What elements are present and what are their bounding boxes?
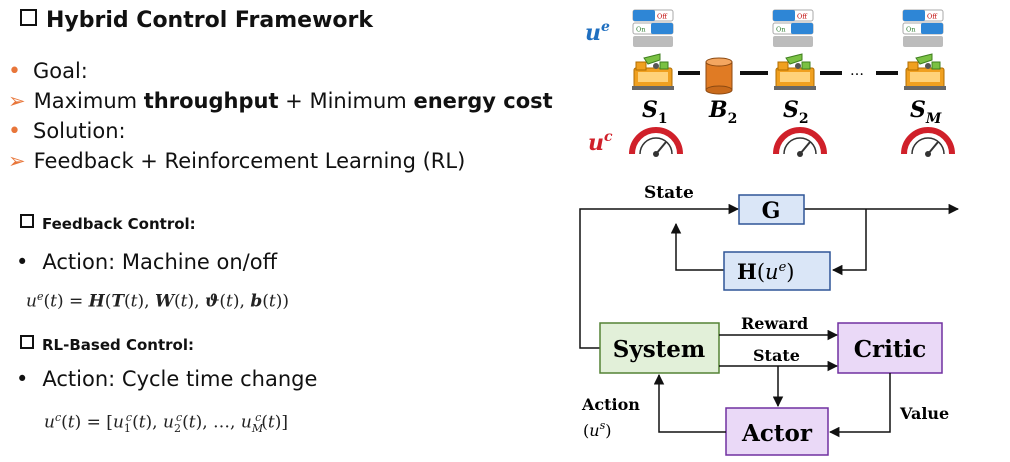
action-label: Action: [581, 395, 640, 414]
actor-block[interactable]: [725, 407, 829, 456]
node-label-b2: B2: [708, 97, 737, 127]
checkbox-square-icon: [20, 9, 37, 26]
arrow-value: [828, 373, 891, 438]
buffer-cylinder-icon: [705, 57, 733, 95]
switch-panel-m[interactable]: [902, 9, 944, 48]
checkbox-square-icon: [20, 335, 34, 349]
bullet-dot-icon: •: [8, 59, 21, 84]
arrow-to-h: [831, 209, 867, 276]
feedback-action: •Action: Machine on/off: [16, 250, 278, 274]
arrow-state-to-g: [579, 203, 740, 349]
critic-block[interactable]: [837, 322, 943, 374]
switch-panel-1[interactable]: [632, 9, 674, 48]
action-sub-label: (us): [583, 419, 611, 440]
goal-detail: ➢Maximum throughput + Minimum energy cos…: [8, 89, 553, 113]
framework-title: Hybrid Control Framework: [20, 8, 373, 33]
feedback-equation: ue(t) = H(T(t), W(t), ϑ(t), b(t)): [26, 290, 289, 312]
system-label: System: [613, 336, 706, 363]
arrow-action: [653, 373, 726, 433]
ellipsis: …: [850, 63, 864, 79]
arrow-h-to-g: [670, 222, 724, 271]
machine-icon-s2: [773, 53, 817, 91]
node-label-sm: SM: [910, 97, 942, 127]
control-loop-diagram: State G H(ue) System Critic Actor Reward…: [579, 183, 960, 456]
checkbox-square-icon: [20, 214, 34, 228]
goal-item: •Goal:: [8, 59, 88, 84]
node-label-s2: S2: [783, 97, 809, 127]
production-line: ue … S1 B2 S2 SM uc: [585, 9, 952, 157]
machine-icon-s1: [631, 53, 675, 91]
h-block-label: H(ue): [737, 259, 794, 284]
state-label-mid: State: [753, 346, 800, 365]
gauge-icon-2[interactable]: [776, 130, 824, 157]
switch-panel-2[interactable]: [772, 9, 814, 48]
gauge-icon-m[interactable]: [904, 130, 952, 157]
reward-label: Reward: [741, 314, 808, 333]
gauge-icon-1[interactable]: [632, 130, 680, 157]
actor-label: Actor: [741, 420, 813, 447]
arrow-bullet-icon: ➢: [8, 89, 26, 113]
value-label: Value: [899, 404, 949, 423]
machine-icon-sm: [903, 53, 947, 91]
rl-action: •Action: Cycle time change: [16, 367, 318, 391]
state-label-top: State: [644, 183, 694, 203]
feedback-title: Feedback Control:: [20, 214, 196, 233]
arrow-bullet-icon: ➢: [8, 149, 26, 173]
system-block[interactable]: [599, 322, 720, 374]
g-block-label: G: [762, 198, 781, 224]
rl-title: RL-Based Control:: [20, 335, 194, 354]
node-label-s1: S1: [642, 97, 668, 127]
solution-detail: ➢Feedback + Reinforcement Learning (RL): [8, 149, 466, 173]
ue-label: ue: [585, 19, 610, 46]
bullet-dot-icon: •: [8, 119, 21, 144]
h-block[interactable]: [723, 251, 831, 291]
g-block[interactable]: [738, 194, 805, 225]
uc-label: uc: [588, 129, 613, 156]
bullet-dot-icon: •: [16, 250, 29, 274]
rl-equation: uc(t) = [u1c(t), u2c(t), …, uMc(t)]: [44, 411, 288, 436]
critic-label: Critic: [854, 336, 927, 363]
solution-item: •Solution:: [8, 119, 126, 144]
bullet-dot-icon: •: [16, 367, 29, 391]
